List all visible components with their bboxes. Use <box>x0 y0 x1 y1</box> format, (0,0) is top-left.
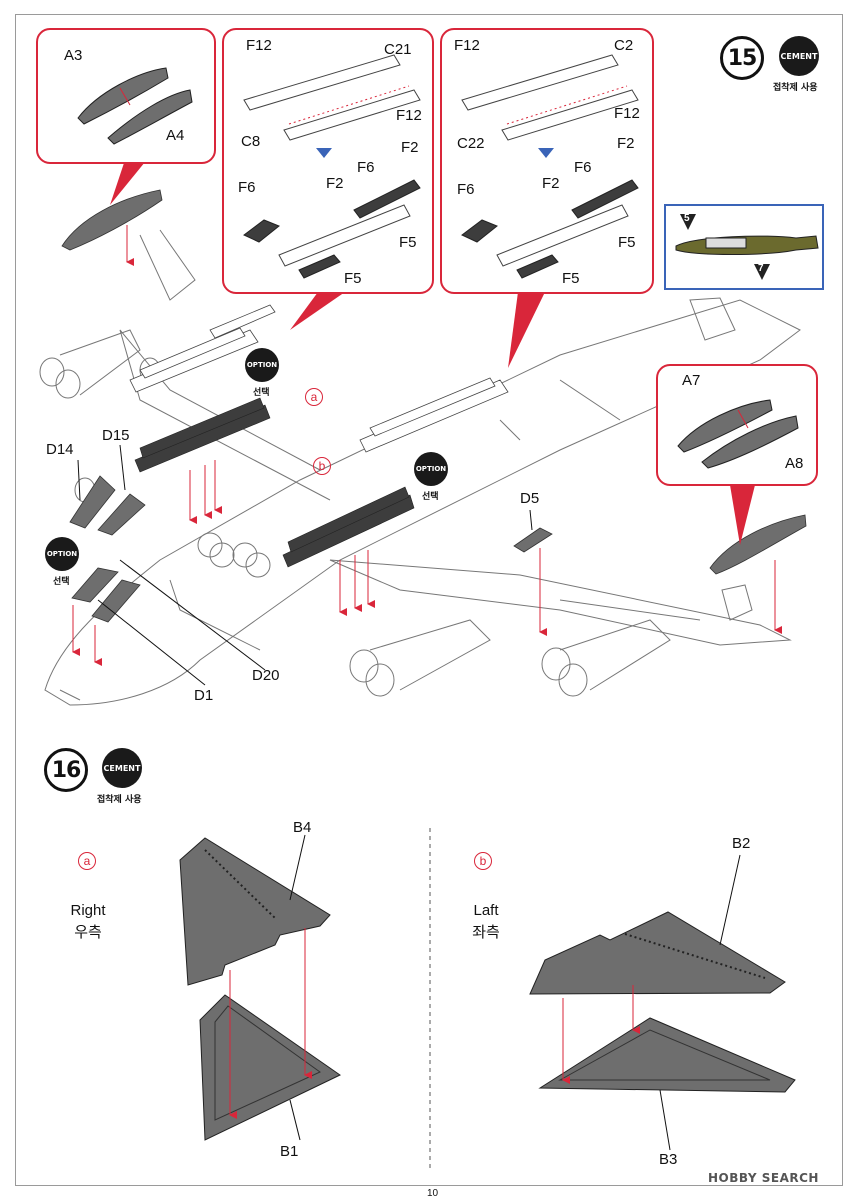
label-a4: A4 <box>166 127 185 144</box>
label-c8: C8 <box>241 133 261 150</box>
aircraft-outline <box>39 229 801 706</box>
option-badge-3: OPTION <box>45 537 79 571</box>
variant-marker-a: a <box>305 388 323 406</box>
label-b2: B2 <box>732 835 751 852</box>
option-caption-3: 선택 <box>53 577 70 587</box>
part-b4 <box>179 837 331 986</box>
side-label-left-en: Laft <box>473 902 499 919</box>
part-b1 <box>199 994 341 1141</box>
label-f12-top-2: F12 <box>454 37 480 54</box>
cement-badge-16: CEMENT <box>102 748 142 788</box>
label-d20: D20 <box>252 667 280 684</box>
label-d1: D1 <box>194 687 214 704</box>
watermark-text: HOBBY SEARCH <box>708 1171 819 1185</box>
label-f6-left: F6 <box>238 179 256 196</box>
leader-lines <box>77 444 533 686</box>
cement-caption-16: 접착제 사용 <box>97 795 142 805</box>
label-a8: A8 <box>785 455 804 472</box>
label-b4: B4 <box>293 819 312 836</box>
option-badge-2: OPTION <box>414 452 448 486</box>
label-f5-right-2: F5 <box>618 234 636 251</box>
callout-7: 7 <box>758 263 764 274</box>
drop-tank-art-2 <box>677 399 799 469</box>
label-f5-bottom-2: F5 <box>562 270 580 287</box>
option-badge-1: OPTION <box>245 348 279 382</box>
label-a3: A3 <box>64 47 83 64</box>
cement-badge-label: CEMENT <box>780 51 818 61</box>
label-f5-right: F5 <box>399 234 417 251</box>
side-label-left-ko: 좌측 <box>472 924 500 941</box>
page-number: 10 <box>426 1188 439 1199</box>
step-16-number: 16 <box>44 748 88 792</box>
option-caption-1: 선택 <box>253 388 270 398</box>
step-15-number: 15 <box>720 36 764 80</box>
label-a7: A7 <box>682 372 701 389</box>
part-b3 <box>538 1017 796 1093</box>
cement-badge: CEMENT <box>779 36 819 76</box>
side-label-left: Laft 좌측 <box>454 900 518 944</box>
detail-panel-c21 <box>222 28 434 294</box>
callout-5: 5 <box>684 213 690 224</box>
option-badge-label: OPTION <box>46 550 78 558</box>
rack-assembly-art-2 <box>461 54 639 279</box>
detail-panel-a3-a4 <box>36 28 216 164</box>
panel-pointers <box>110 160 755 545</box>
step16-marker-b: b <box>474 852 492 870</box>
guide-lines <box>72 225 782 666</box>
page-frame <box>15 14 843 1186</box>
part-b2 <box>529 911 786 995</box>
label-f2-mid: F2 <box>326 175 344 192</box>
label-c22: C22 <box>457 135 485 152</box>
option-badge-label: OPTION <box>415 465 447 473</box>
label-b3: B3 <box>659 1151 678 1168</box>
label-f2-right: F2 <box>401 139 419 156</box>
cement-caption: 접착제 사용 <box>773 83 818 93</box>
label-f6-right: F6 <box>357 159 375 176</box>
side-label-right-ko: 우측 <box>74 924 102 941</box>
label-f2-right-2: F2 <box>617 135 635 152</box>
label-c21: C21 <box>384 41 412 58</box>
label-f12-top: F12 <box>246 37 272 54</box>
label-f6-left-2: F6 <box>457 181 475 198</box>
option-badge-label: OPTION <box>246 361 278 369</box>
option-caption-2: 선택 <box>422 492 439 502</box>
side-label-right-en: Right <box>70 902 106 919</box>
variant-marker-b: b <box>313 457 331 475</box>
cement-badge-label: CEMENT <box>103 763 141 773</box>
label-f12-right: F12 <box>396 107 422 124</box>
label-f6-right-2: F6 <box>574 159 592 176</box>
bomb-color-art <box>675 214 819 280</box>
label-d14: D14 <box>46 441 74 458</box>
rack-assembly-art-1 <box>243 54 421 279</box>
drop-tank-art <box>77 67 193 145</box>
label-d5: D5 <box>520 490 540 507</box>
label-d15: D15 <box>102 427 130 444</box>
side-label-right: Right 우측 <box>56 900 120 944</box>
label-c2: C2 <box>614 37 634 54</box>
detail-panel-a7-a8 <box>656 364 818 486</box>
label-f12-right-2: F12 <box>614 105 640 122</box>
weapon-racks-dark <box>134 397 415 568</box>
step16-marker-a: a <box>78 852 96 870</box>
weapon-racks-light <box>129 304 509 453</box>
label-f2-mid-2: F2 <box>542 175 560 192</box>
gray-parts <box>61 189 807 623</box>
color-reference-panel: 5 7 <box>664 204 824 290</box>
label-f5-bottom: F5 <box>344 270 362 287</box>
label-b1: B1 <box>280 1143 299 1160</box>
detail-panel-c2 <box>440 28 654 294</box>
